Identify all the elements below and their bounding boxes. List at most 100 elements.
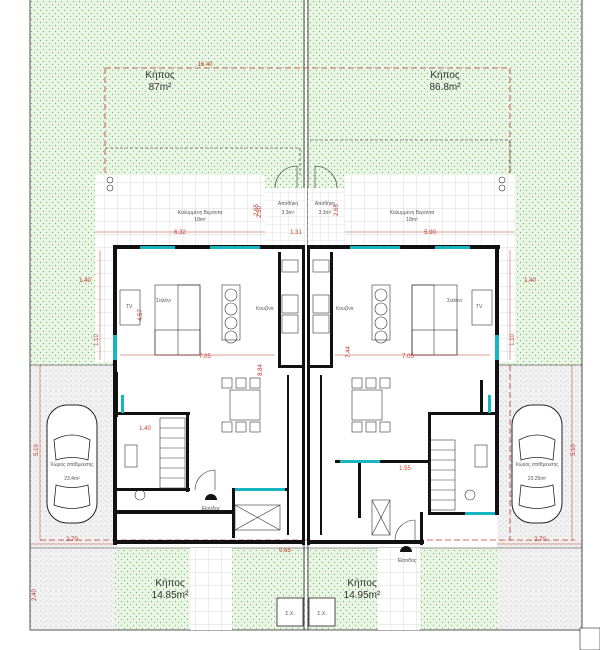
parking-right-dim: 5.10 — [571, 444, 577, 456]
veranda-right-name: Καλυμμένη Βεράντα — [390, 209, 435, 216]
stair-right-dim: 1.55 — [399, 466, 411, 472]
plot-top-dim: 16.40 — [197, 62, 213, 68]
bottom-right-dim: 2.70 — [534, 537, 546, 543]
storage-left — [265, 188, 305, 247]
kitchen-island-icon — [221, 284, 241, 341]
dining-table-icon — [229, 389, 261, 421]
veranda-left-area: 18m² — [194, 217, 206, 223]
front-path-right — [378, 548, 420, 630]
living-width-right: 7.05 — [402, 354, 414, 360]
stairs-left — [159, 417, 186, 489]
tv-left-label: TV — [126, 304, 133, 310]
fridge-icon — [281, 314, 299, 334]
toilet-icon — [124, 444, 138, 468]
veranda-depth-left: 2.65 — [254, 204, 260, 216]
meter-left-label: Σ.Χ. — [285, 611, 294, 617]
entrance-left-label: Είσοδος — [202, 506, 221, 512]
pergola-left — [105, 147, 301, 175]
veranda-right — [345, 175, 515, 247]
tv-right-label: TV — [476, 304, 483, 310]
stove-icon — [312, 259, 330, 273]
meter-box-right — [308, 597, 336, 627]
stairs-right — [429, 439, 456, 511]
car-left-icon — [46, 404, 98, 524]
plant-pot-icon — [498, 176, 506, 184]
parking-right-name: Χώρος στάθμευσης — [515, 461, 559, 468]
furniture-left — [119, 259, 299, 531]
living-left-label: Σαλόνι — [156, 297, 171, 304]
sink-icon — [312, 294, 330, 314]
front-path-left — [190, 548, 232, 630]
height-left: 4.57 — [138, 309, 144, 321]
veranda-left-name: Καλυμμένη Βεράντα — [178, 209, 223, 216]
dimension-lines — [30, 231, 582, 545]
side-top-right-dim: 1.40 — [524, 278, 536, 284]
garden-back-right-name: Κήπος — [430, 69, 460, 81]
garden-front-right-area: 14.95m² — [344, 590, 381, 601]
side-top-left-dim: 1.40 — [79, 278, 91, 284]
plant-pot-icon — [106, 176, 114, 184]
side-mid-right-dim: 1.10 — [510, 334, 516, 346]
closet-icon — [371, 499, 391, 536]
kitchen-right-label: Κουζίνα — [336, 306, 354, 312]
entry-door-right — [394, 519, 416, 541]
storage-right — [308, 188, 345, 247]
kitchen-left-label: Κουζίνα — [256, 306, 274, 312]
fridge-icon — [312, 314, 330, 334]
storage-left-area: 3.3m² — [282, 210, 295, 216]
pergola-right — [310, 139, 511, 175]
garden-back-left-name: Κήπος — [145, 69, 175, 81]
wc-icon — [464, 489, 476, 501]
plant-pot-icon — [498, 184, 506, 192]
plot-front-dim: 0.65 — [279, 548, 291, 554]
storage-right-area: 3.3m² — [319, 210, 332, 216]
storage-right-name: Αποθήκη — [315, 200, 336, 207]
dining-table-icon — [351, 389, 383, 421]
living-right-label: Σαλόνι — [447, 297, 462, 304]
entrance-right-label: Είσοδος — [398, 558, 417, 564]
veranda-left — [95, 175, 265, 247]
veranda-right-area: 18m² — [406, 217, 418, 223]
garden-front-left-area: 14.85m² — [152, 590, 189, 601]
entrance-marker-icon — [205, 494, 217, 500]
storage-door-right — [314, 165, 338, 189]
front-depth-dim: 2.40 — [32, 589, 38, 601]
storage-left-dim: 1.31 — [290, 230, 302, 236]
garden-back-right-area: 86.8m² — [429, 82, 461, 93]
interior-left — [115, 248, 303, 520]
car-right-icon — [511, 404, 563, 524]
veranda-right-dim: 5.90 — [424, 230, 436, 236]
closet-icon — [234, 504, 281, 531]
storage-right-dim: 2.50 — [257, 206, 263, 218]
stove-icon — [281, 259, 299, 273]
plant-pot-icon — [106, 184, 114, 192]
furniture-right — [312, 259, 493, 552]
labels: Κήπος 87m² 16.40 Κήπος 86.8m² Καλυμμένη … — [32, 62, 577, 617]
entry-door-left — [194, 469, 216, 491]
parking-left-dim: 5.10 — [34, 444, 40, 456]
garden-front-right-name: Κήπος — [347, 577, 377, 589]
living-width-left: 7.05 — [199, 354, 211, 360]
parking-left-area: 23.4m² — [64, 476, 80, 482]
veranda-depth-right: 2.65 — [334, 204, 340, 216]
stair-left-dim: 1.40 — [139, 426, 151, 432]
kitchen-island-icon — [371, 284, 391, 341]
parking-right-area: 23.25m² — [528, 476, 547, 482]
toilet-icon — [474, 444, 488, 468]
windows — [113, 246, 499, 515]
tv-unit-icon — [119, 289, 141, 326]
garden-front-left-name: Κήπος — [155, 577, 185, 589]
storage-door-left — [274, 165, 298, 189]
storage-left-name: Αποθήκη — [278, 200, 299, 207]
interior-right — [309, 248, 497, 545]
sink-icon — [281, 294, 299, 314]
meter-right-label: Σ.Χ. — [317, 611, 326, 617]
parking-left-name: Χώρος στάθμευσης — [50, 461, 94, 468]
garden-back-left-area: 87m² — [149, 82, 172, 93]
entrance-marker-icon — [400, 546, 412, 552]
height-mid-right: 7.44 — [346, 346, 352, 358]
tv-unit-icon — [471, 289, 493, 326]
veranda-left-dim: 6.32 — [174, 230, 186, 236]
bottom-left-dim: 2.70 — [66, 537, 78, 543]
side-mid-left-dim: 1.10 — [94, 334, 100, 346]
